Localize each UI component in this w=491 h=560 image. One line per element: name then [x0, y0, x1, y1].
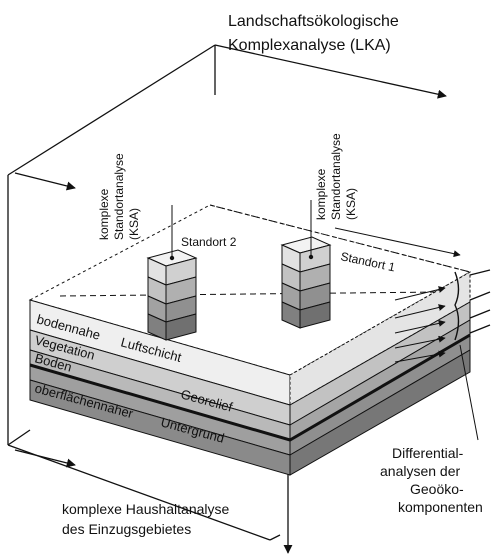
georelief-line — [29, 333, 471, 442]
haushalt-line1: komplexe Haushaltanalyse — [62, 501, 230, 517]
haushalt-line2: des Einzugsgebietes — [62, 521, 191, 537]
ksa-label-right: komplexe Standortanalyse (KSA) — [314, 133, 358, 220]
standort-2-column — [146, 249, 198, 341]
ksa2-line3: (KSA) — [127, 208, 141, 240]
differential-pointer — [459, 344, 479, 441]
inner-dashed-line — [59, 291, 441, 297]
standort-2-label: Standort 2 — [181, 235, 237, 249]
ksa1-line3: (KSA) — [344, 188, 358, 220]
layer-arrows — [394, 286, 446, 363]
ksa1-line2: Standortanalyse — [329, 133, 343, 220]
layer-stack — [29, 271, 471, 476]
layer-untergrund-side — [289, 349, 471, 476]
ksa2-line1: komplexe — [97, 188, 111, 240]
ksa-arrow — [334, 227, 461, 258]
standort-2-point — [169, 255, 175, 261]
ksa1-line1: komplexe — [314, 168, 328, 220]
lka-line1: Landschaftsökologische — [228, 13, 399, 30]
air-dashed-line — [60, 292, 440, 300]
left-arrow-lower — [14, 449, 76, 468]
diff-line3: Geoöko- — [410, 481, 464, 497]
lka-line2: Komplexanalyse (LKA) — [228, 37, 391, 54]
diff-line1: Differential- — [392, 445, 464, 461]
standort-1-point — [308, 254, 314, 260]
lka-arrow — [214, 44, 447, 99]
diff-line4: komponenten — [398, 499, 483, 515]
outer-frame — [7, 44, 281, 541]
ksa2-line2: Standortanalyse — [112, 153, 126, 240]
left-arrow-upper — [14, 172, 76, 191]
standort-1-label: Standort 1 — [339, 249, 396, 274]
lka-label: Landschaftsökologische Komplexanalyse (L… — [228, 13, 399, 54]
standort-1-column — [280, 236, 332, 329]
differential-label: Differential- analysen der Geoöko- kompo… — [380, 445, 483, 515]
diff-line2: analysen der — [380, 463, 461, 479]
haushalt-label: komplexe Haushaltanalyse des Einzugsgebi… — [62, 501, 230, 537]
ksa-label-left: komplexe Standortanalyse (KSA) — [97, 153, 141, 240]
differential-bracket — [454, 269, 491, 341]
